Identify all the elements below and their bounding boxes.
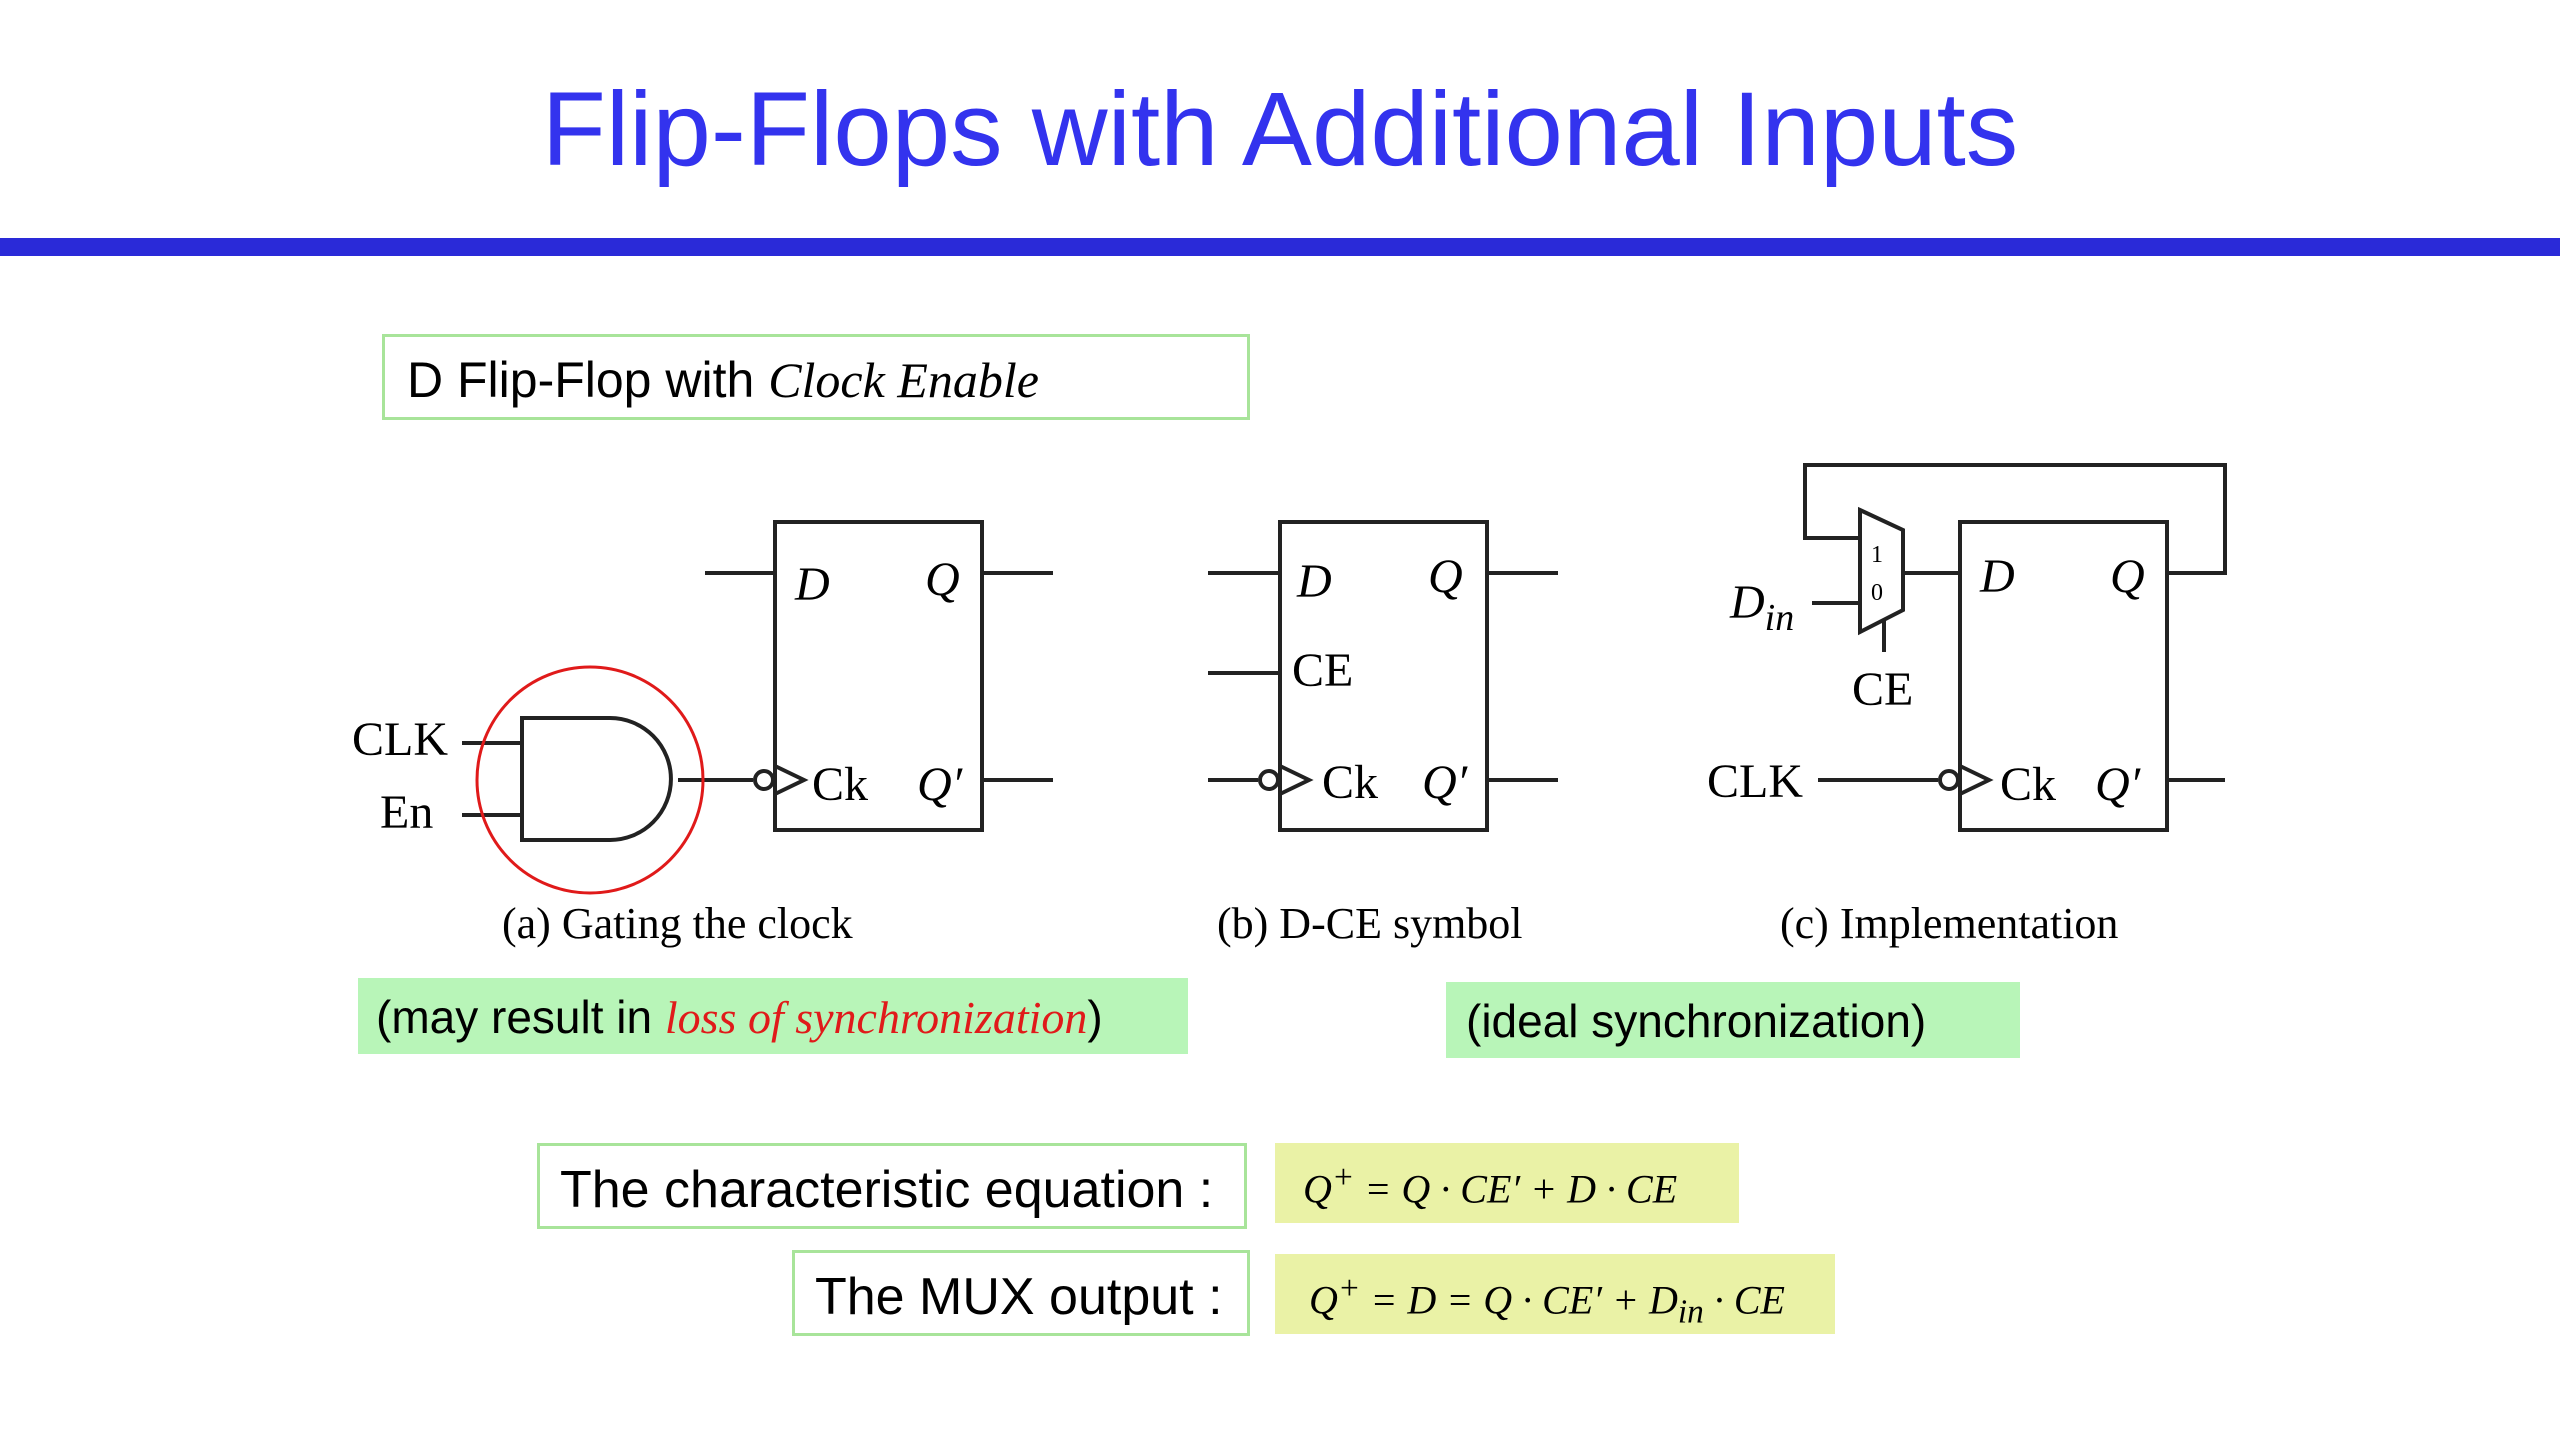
diagram-a-caption: (a) Gating the clock (502, 899, 853, 948)
section-heading-prefix: D Flip-Flop with (407, 352, 769, 408)
diagram-c-pin-d: D (1979, 550, 2015, 603)
diagram-b-pin-ck: Ck (1322, 756, 1378, 809)
note-a-emphasis: loss of synchronization (664, 992, 1088, 1043)
diagram-b-wires (1208, 520, 1558, 832)
diagram-b-pin-qbar: Q′ (1422, 756, 1469, 809)
characteristic-equation-label: The characteristic equation : (537, 1143, 1247, 1229)
note-a-suffix: ) (1087, 991, 1103, 1043)
diagram-a-pin-qbar: Q′ (917, 758, 964, 811)
note-ideal-sync: (ideal synchronization) (1446, 982, 2020, 1058)
diagram-c-caption: (c) Implementation (1780, 899, 2118, 948)
diagram-c-clk-label: CLK (1707, 755, 1803, 808)
diagram-a-clk-label: CLK (352, 713, 448, 766)
mux-output-label: The MUX output : (792, 1250, 1250, 1336)
characteristic-equation: Q+ = Q · CE′ + D · CE (1275, 1143, 1739, 1223)
diagram-b-pin-d: D (1296, 555, 1332, 608)
diagram-c-din-label: Din (1729, 576, 1794, 639)
diagram-a-pin-ck: Ck (812, 758, 868, 811)
diagram-b-caption: (b) D-CE symbol (1217, 899, 1523, 948)
diagram-c-ce-label: CE (1852, 663, 1913, 716)
diagram-b-pin-q: Q (1428, 550, 1463, 603)
diagram-a-pin-q: Q (925, 553, 960, 606)
section-heading-emphasis: Clock Enable (768, 352, 1039, 408)
diagram-c-mux-input-1: 1 (1871, 542, 1883, 568)
diagram-c-pin-qbar: Q′ (2095, 758, 2142, 811)
diagram-a-en-label: En (380, 786, 433, 839)
diagram-c-wires (1803, 463, 2227, 832)
slide-title: Flip-Flops with Additional Inputs (541, 71, 2019, 188)
mux-output-equation: Q+ = D = Q · CE′ + Din · CE (1275, 1254, 1835, 1334)
title-divider (0, 238, 2560, 256)
note-a-prefix: (may result in (376, 991, 665, 1043)
diagram-c-pin-q: Q (2110, 550, 2145, 603)
gated-clock-highlight (475, 665, 705, 895)
section-heading: D Flip-Flop with Clock Enable (382, 334, 1250, 420)
diagram-a-wires (462, 520, 1053, 842)
note-gated-clock: (may result in loss of synchronization) (358, 978, 1188, 1054)
diagram-c-mux-input-0: 0 (1871, 580, 1883, 606)
diagram-b-pin-ce: CE (1292, 644, 1353, 697)
diagram-c-pin-ck: Ck (2000, 758, 2056, 811)
diagram-a-pin-d: D (794, 558, 830, 611)
